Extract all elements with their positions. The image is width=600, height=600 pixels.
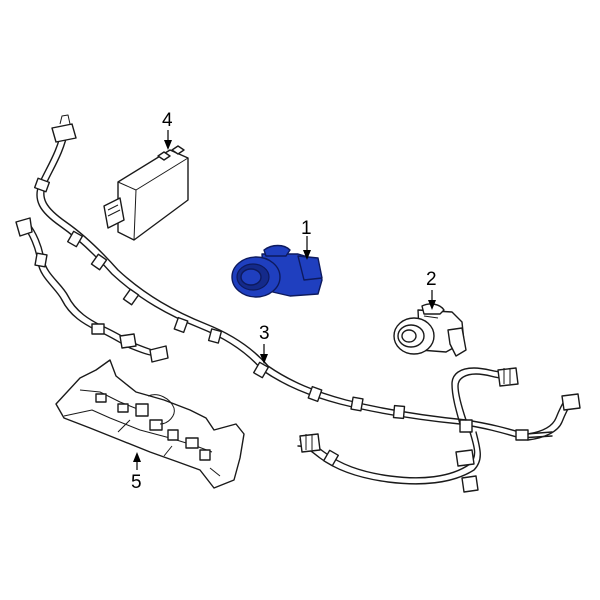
- callout-4: 4: [162, 110, 173, 131]
- harness-clip: [173, 316, 189, 334]
- harness-connector: [455, 449, 475, 467]
- harness-clip: [252, 361, 270, 379]
- harness-clip: [350, 396, 364, 412]
- harness-clip: [66, 230, 84, 248]
- parking-sensor[interactable]: [393, 303, 467, 357]
- harness-clip: [33, 177, 51, 193]
- harness-connector: [461, 475, 479, 493]
- leader-1: [303, 236, 311, 260]
- harness-connector: [149, 345, 169, 363]
- harness-clip: [322, 449, 340, 467]
- harness-connector: [299, 433, 321, 453]
- callout-3: 3: [259, 323, 270, 344]
- harness-clip: [90, 253, 108, 271]
- mounting-bracket[interactable]: [55, 359, 245, 489]
- harness-clip: [392, 404, 406, 420]
- callout-1: 1: [301, 218, 312, 239]
- callout-5: 5: [131, 472, 142, 493]
- harness-clip: [515, 429, 529, 441]
- harness-connector: [497, 367, 519, 387]
- leader-5: [133, 452, 141, 470]
- harness-clip: [459, 419, 473, 433]
- harness-clip: [207, 328, 223, 344]
- leader-4: [164, 130, 172, 150]
- wire-harness[interactable]: [15, 114, 581, 493]
- control-module[interactable]: [103, 145, 189, 241]
- harness-clip: [307, 385, 323, 403]
- callout-2: 2: [426, 269, 437, 290]
- parking-sensor-highlighted[interactable]: [231, 244, 323, 298]
- harness-clip: [122, 288, 140, 306]
- leader-3: [260, 344, 268, 364]
- harness-clip: [34, 252, 48, 268]
- harness-connector: [119, 333, 137, 349]
- harness-connector: [15, 217, 33, 237]
- harness-clip: [91, 323, 105, 335]
- harness-connector: [561, 393, 581, 411]
- leader-2: [428, 290, 436, 310]
